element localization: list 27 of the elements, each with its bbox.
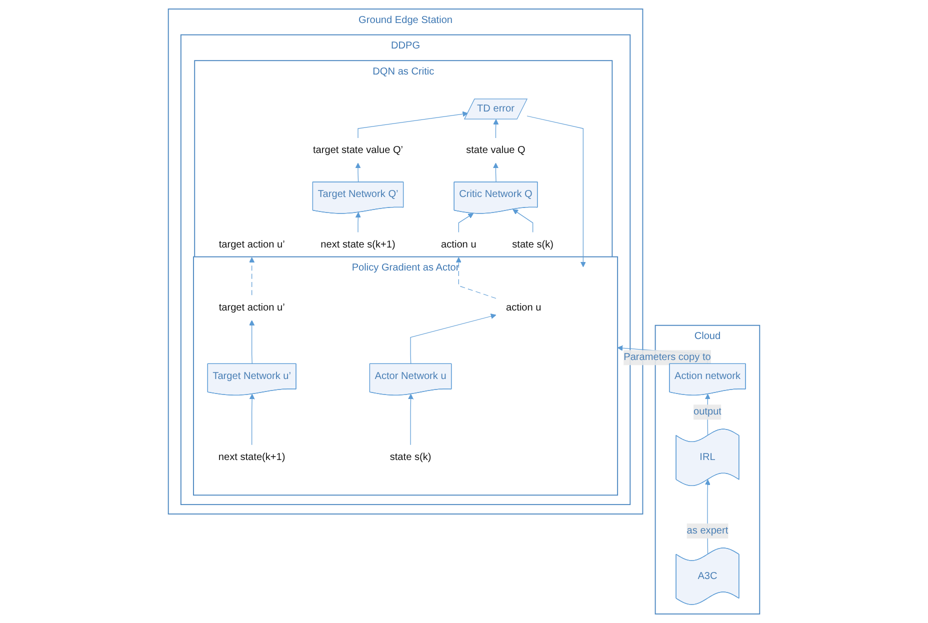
node-text: action u: [506, 302, 542, 313]
edge-label: output: [693, 406, 722, 418]
arrow: [249, 394, 255, 446]
node-text: state s(k): [512, 239, 554, 250]
node-text: target state value Q’: [312, 144, 404, 156]
arrow: [526, 116, 586, 268]
node-text: state s(k): [390, 452, 432, 462]
edge-label: as expert: [686, 525, 728, 536]
node-text: action u: [441, 239, 476, 250]
node-text: target action u’: [218, 239, 285, 250]
arrow: [410, 314, 496, 364]
node-text: target action u’: [218, 302, 285, 313]
arrow: [492, 162, 499, 183]
node-text: next state(k+1): [218, 452, 286, 462]
arrow: [249, 257, 255, 296]
arrow: [355, 162, 361, 183]
node-text: next state s(k+1): [320, 239, 396, 250]
arrow: [358, 111, 468, 138]
arrow: [458, 213, 474, 233]
arrow: [493, 119, 499, 138]
arrow: [249, 320, 255, 364]
edge-label: Parameters copy to: [624, 352, 711, 363]
node-text: state value Q: [466, 144, 526, 156]
arrow: [456, 257, 496, 299]
arrow: [512, 209, 534, 233]
arrow: [355, 212, 361, 233]
arrow: [408, 394, 414, 446]
